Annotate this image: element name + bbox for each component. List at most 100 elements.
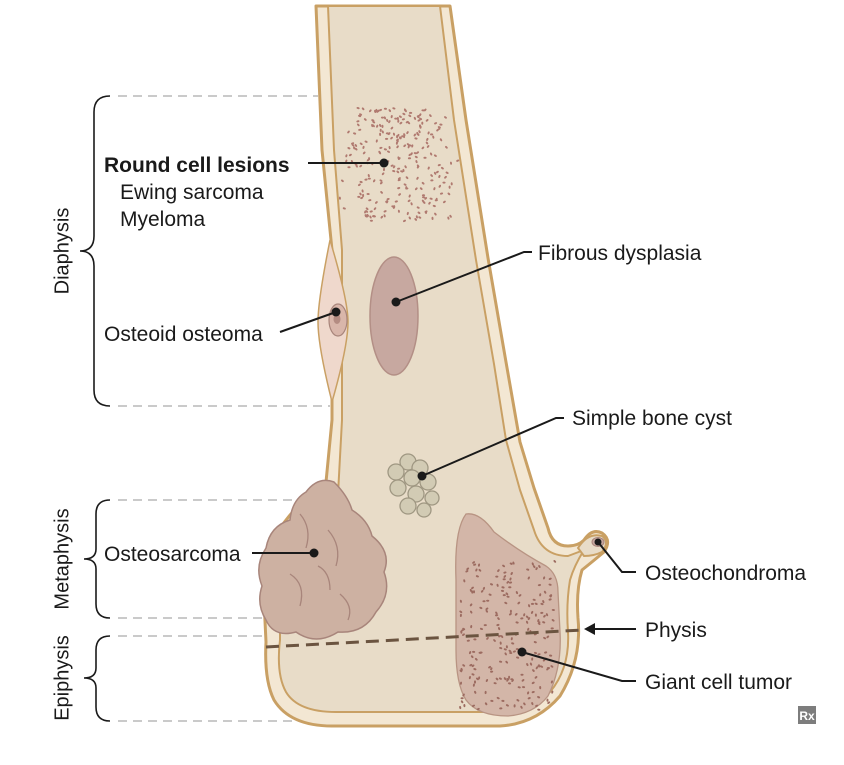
stipple-dot [548, 577, 552, 580]
stipple-dot [531, 657, 534, 661]
stipple-dot [364, 210, 367, 214]
stipple-dot [426, 137, 429, 141]
stipple-dot [538, 565, 541, 568]
stipple-dot [398, 136, 402, 140]
rx-logo: Rx [798, 706, 816, 724]
stipple-dot [402, 112, 406, 116]
stipple-dot [508, 581, 513, 584]
stipple-dot [496, 696, 500, 700]
ewing-sarcoma-label: Ewing sarcoma [120, 181, 264, 204]
stipple-dot [471, 664, 475, 668]
stipple-dot [535, 567, 538, 571]
stipple-dot [546, 667, 549, 671]
simple-bone-cyst-leader [421, 417, 564, 477]
stipple-dot [385, 200, 389, 203]
stipple-dot [509, 577, 512, 581]
stipple-dot [425, 119, 429, 122]
stipple-dot [479, 627, 484, 630]
stipple-dot [498, 677, 502, 680]
stipple-dot [497, 617, 500, 620]
stipple-dot [515, 648, 519, 651]
stipple-dot [429, 152, 433, 156]
stipple-dot [539, 686, 542, 690]
stipple-dot [540, 665, 544, 668]
stipple-dot [438, 184, 441, 188]
stipple-dot [351, 142, 355, 145]
stipple-dot [495, 677, 499, 681]
stipple-dot [388, 109, 392, 113]
stipple-dot [495, 575, 499, 578]
stipple-dot [396, 140, 399, 143]
stipple-dot [359, 180, 363, 184]
stipple-dot [463, 579, 466, 583]
stipple-dot [535, 666, 539, 670]
stipple-dot [462, 693, 465, 697]
stipple-dot [502, 594, 506, 597]
stipple-dot [390, 136, 393, 140]
stipple-dot [378, 151, 382, 155]
stipple-dot [432, 135, 435, 139]
stipple-dot [390, 164, 394, 167]
stipple-dot [474, 690, 477, 694]
stipple-dot [540, 602, 544, 606]
stipple-dot [375, 139, 378, 143]
stipple-dot [397, 187, 401, 190]
stipple-dot [373, 179, 376, 183]
stipple-dot [550, 680, 553, 684]
stipple-dot [396, 117, 399, 121]
stipple-dot [381, 172, 385, 176]
stipple-dot [473, 563, 477, 566]
stipple-dot [403, 108, 407, 112]
stipple-dot [400, 170, 404, 173]
giant-cell-tumor-label: Giant cell tumor [645, 671, 792, 694]
stipple-dot [499, 647, 503, 650]
stipple-dot [485, 609, 489, 613]
stipple-dot [498, 635, 502, 638]
stipple-dot [534, 613, 537, 617]
stipple-dot [393, 205, 396, 209]
stipple-dot [469, 588, 472, 592]
stipple-dot [508, 586, 512, 589]
stipple-dot [347, 130, 350, 134]
stipple-dot [390, 126, 394, 130]
stipple-dot [416, 164, 420, 168]
rx-logo-text: Rx [799, 709, 815, 723]
stipple-dot [406, 131, 409, 135]
stipple-dot [551, 619, 555, 622]
stipple-dot [407, 121, 411, 125]
stipple-dot [450, 182, 453, 186]
stipple-dot [359, 142, 363, 146]
stipple-dot [357, 195, 361, 198]
stipple-dot [527, 627, 530, 631]
stipple-dot [534, 602, 538, 605]
stipple-dot [459, 613, 462, 617]
stipple-dot [387, 150, 390, 153]
stipple-dot [405, 176, 409, 180]
stipple-dot [471, 673, 475, 676]
stipple-dot [421, 146, 425, 150]
stipple-dot [416, 131, 419, 136]
stipple-dot [509, 609, 512, 613]
region-guides [118, 95, 345, 722]
stipple-dot [433, 154, 437, 157]
stipple-dot [380, 191, 383, 194]
stipple-dot [406, 143, 410, 146]
metaphysis-label: Metaphysis [51, 508, 73, 609]
stipple-dot [510, 637, 513, 641]
stipple-dot [501, 699, 505, 702]
stipple-dot [444, 175, 447, 179]
stipple-dot [505, 645, 508, 649]
stipple-dot [379, 179, 383, 182]
stipple-dot [543, 614, 546, 618]
stipple-dot [383, 148, 387, 151]
stipple-dot [359, 192, 362, 196]
stipple-dot [364, 214, 367, 218]
stipple-dot [466, 567, 470, 571]
stipple-dot [397, 167, 401, 170]
stipple-dot [470, 610, 473, 614]
stipple-dot [375, 109, 379, 113]
stipple-dot [496, 583, 499, 587]
stipple-dot [465, 570, 469, 573]
stipple-dot [434, 199, 438, 202]
stipple-dot [362, 151, 366, 155]
